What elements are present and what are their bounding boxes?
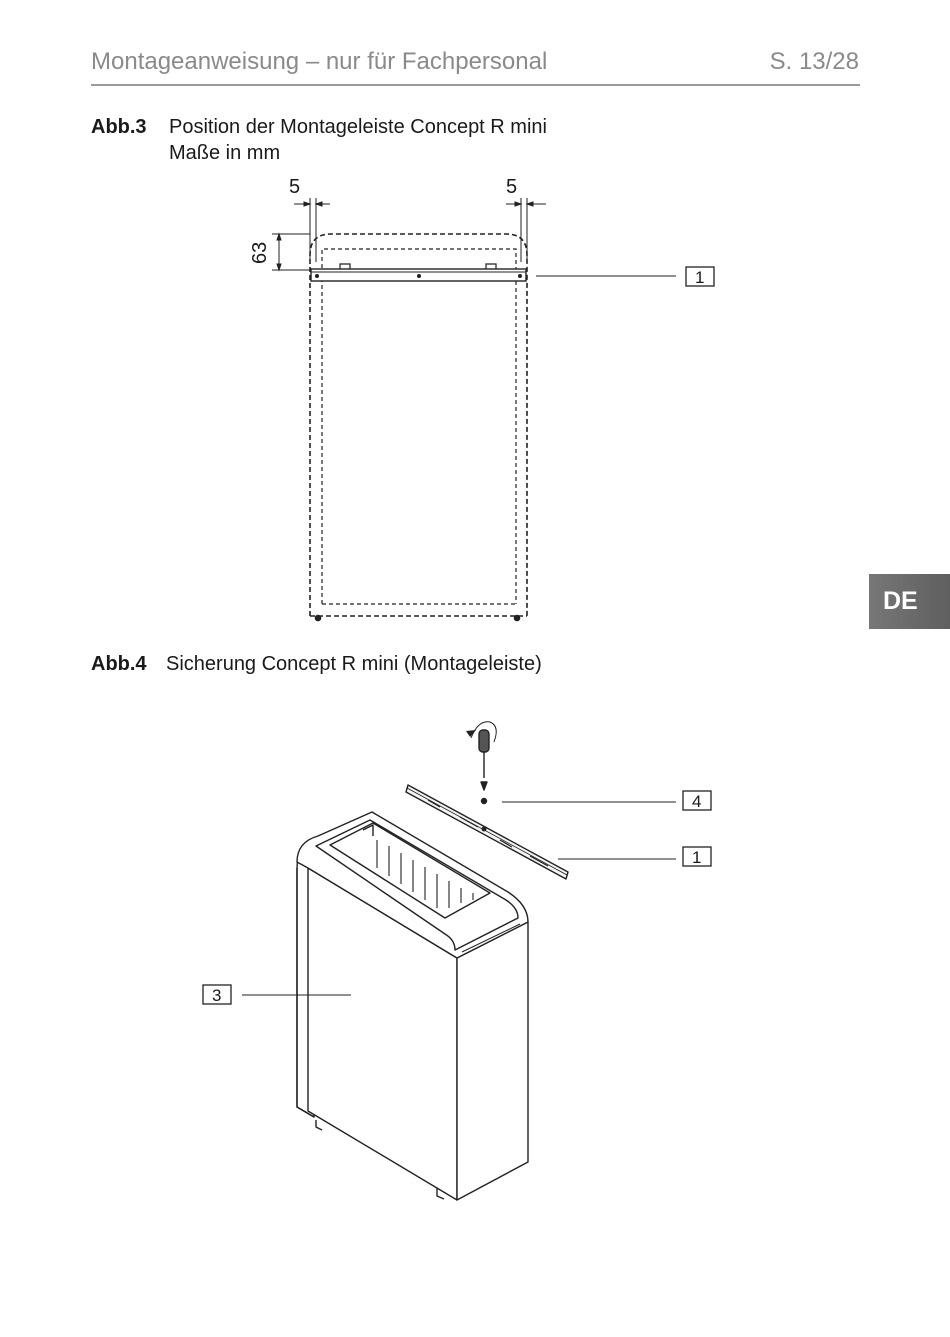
header-divider <box>91 84 860 86</box>
label-4: 4 <box>692 792 701 811</box>
label-box-4 <box>682 790 712 811</box>
label-box-1-fig4 <box>682 846 712 867</box>
figure3-subtitle: Maße in mm <box>169 142 281 164</box>
housing-top-opening <box>329 822 491 919</box>
screwdriver-icon <box>466 721 497 805</box>
housing-inner-outline <box>321 248 517 604</box>
dimension-right: 5 <box>506 176 517 198</box>
label-box-1-fig3 <box>685 266 715 287</box>
label-1-fig4: 1 <box>692 848 701 867</box>
label-1-fig3: 1 <box>695 268 704 287</box>
figure3-title: Position der Montageleiste Concept R min… <box>169 116 547 138</box>
header-title: Montageanweisung – nur für Fachpersonal <box>91 48 548 75</box>
mounting-rail-perspective <box>405 784 569 880</box>
figure3-number: Abb.3 <box>91 116 147 138</box>
housing-outer-outline <box>309 233 528 616</box>
dimension-height: 63 <box>249 242 271 264</box>
figure4-title: Sicherung Concept R mini (Montageleiste) <box>166 653 542 675</box>
figure3-caption: Abb.3 Position der Montageleiste Concept … <box>91 116 547 139</box>
page-number: S. 13/28 <box>769 48 859 75</box>
figure4-number: Abb.4 <box>91 653 147 675</box>
figure4-caption: Abb.4 Sicherung Concept R mini (Montagele… <box>91 653 542 676</box>
language-tab-de: DE <box>869 574 950 629</box>
label-3: 3 <box>212 986 221 1005</box>
dimension-left: 5 <box>289 176 300 198</box>
label-box-3 <box>202 984 232 1005</box>
housing-side-panel <box>456 921 529 1201</box>
